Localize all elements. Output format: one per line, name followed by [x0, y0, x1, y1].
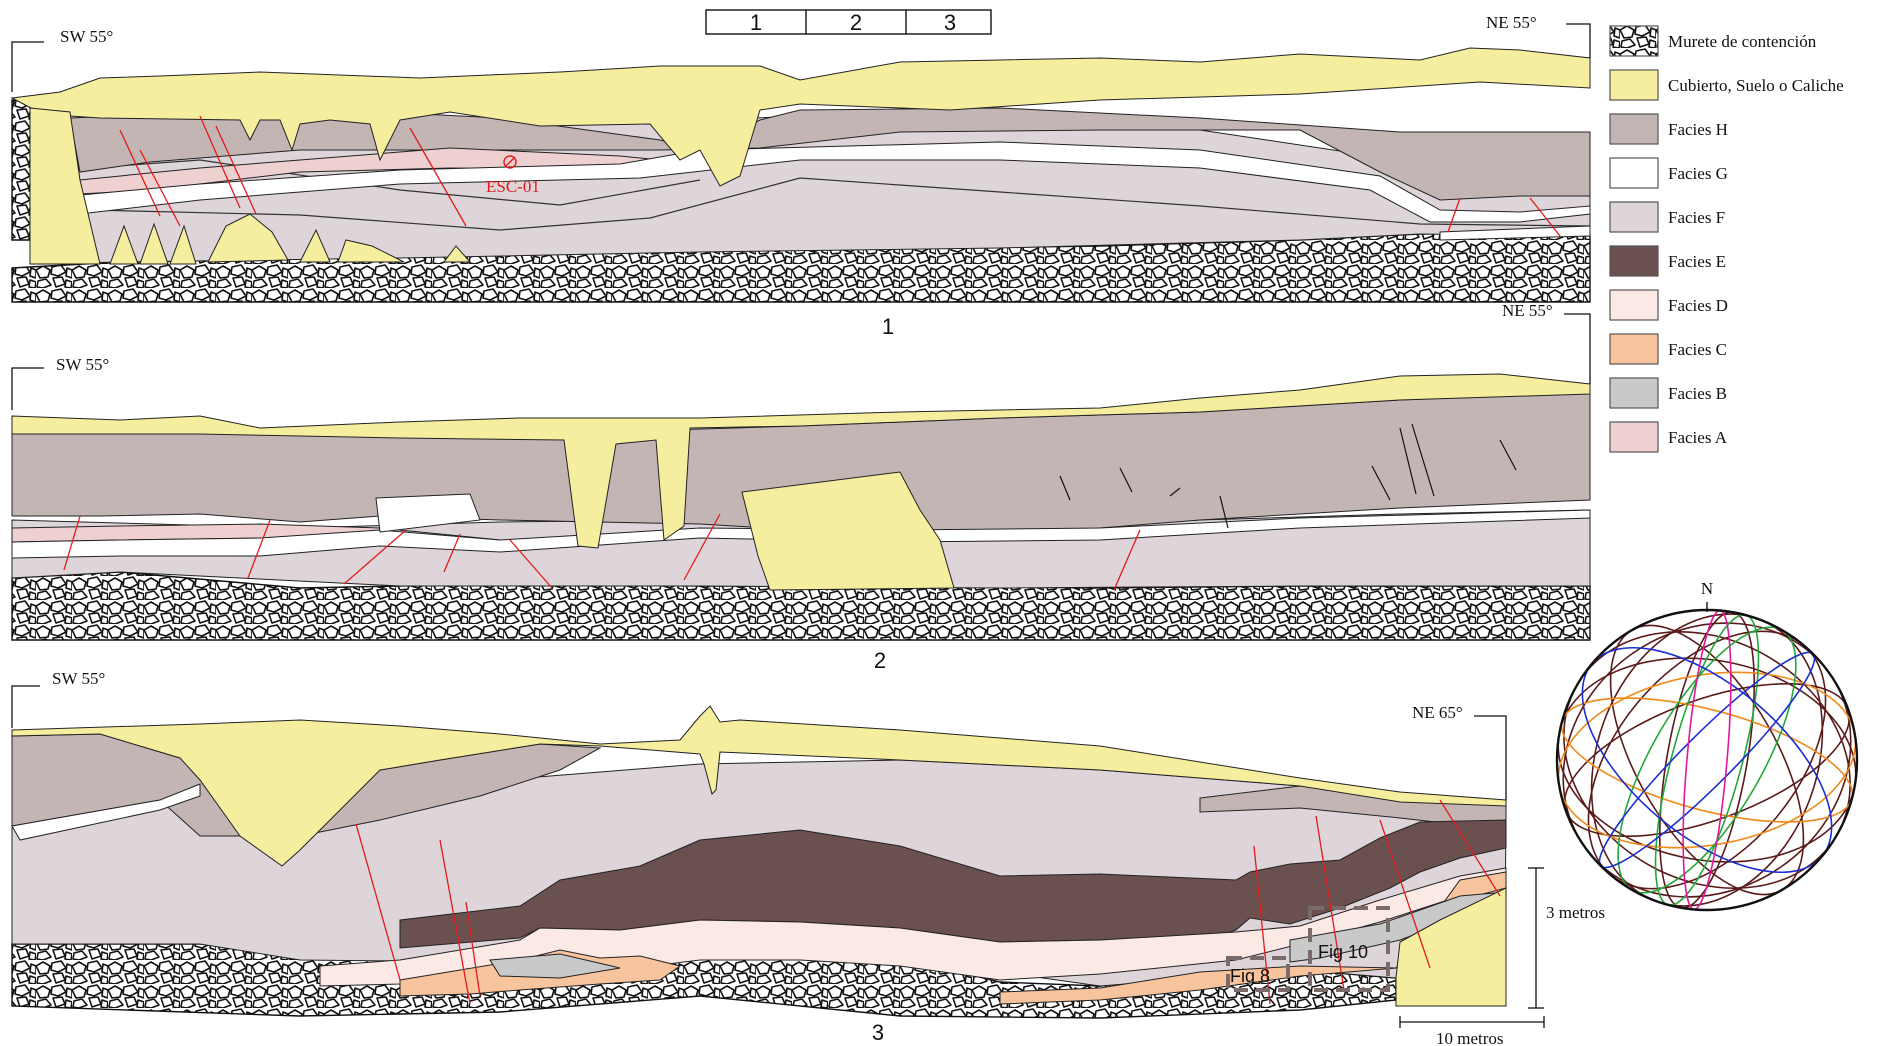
legend-label-2: Facies H [1668, 120, 1728, 139]
panel-1-number: 1 [882, 314, 894, 339]
legend-label-8: Facies B [1668, 384, 1727, 403]
panel-1-left-orientation: SW 55° [60, 27, 113, 46]
vertical-scale-label: 3 metros [1546, 903, 1605, 922]
legend-label-3: Facies G [1668, 164, 1728, 183]
legend-label-0: Murete de contención [1668, 32, 1817, 51]
index-box-strip: 1 2 3 [706, 10, 991, 35]
legend-label-7: Facies C [1668, 340, 1727, 359]
index-box-1[interactable]: 1 [750, 10, 762, 35]
panel-2-number: 2 [874, 648, 886, 673]
index-box-2[interactable]: 2 [850, 10, 862, 35]
legend-swatch-6 [1610, 290, 1658, 320]
section-panel-3: Fig 8 Fig 10 SW 55° NE 65° 3 [12, 669, 1506, 1045]
panel-3-number: 3 [872, 1020, 884, 1045]
stereonet-north-label: N [1701, 579, 1713, 598]
facies-legend: Murete de contenciónCubierto, Suelo o Ca… [1610, 26, 1844, 452]
legend-swatch-2 [1610, 114, 1658, 144]
section-panel-1: ESC-01 SW 55° NE 55° 1 [12, 13, 1590, 339]
section-panel-2: SW 55° NE 55° 2 [12, 301, 1590, 673]
panel-1-right-orientation: NE 55° [1486, 13, 1537, 32]
legend-label-4: Facies F [1668, 208, 1725, 227]
legend-swatch-8 [1610, 378, 1658, 408]
legend-swatch-9 [1610, 422, 1658, 452]
panel-2-right-orientation: NE 55° [1502, 301, 1553, 320]
legend-swatch-3 [1610, 158, 1658, 188]
legend-swatch-1 [1610, 70, 1658, 100]
panel-3-left-orientation: SW 55° [52, 669, 105, 688]
sample-label-esc-01: ESC-01 [486, 177, 540, 196]
legend-swatch-0 [1610, 26, 1658, 56]
panel-2-left-orientation: SW 55° [56, 355, 109, 374]
panel-3-right-orientation: NE 65° [1412, 703, 1463, 722]
fig-10-label[interactable]: Fig 10 [1318, 942, 1368, 962]
index-box-3[interactable]: 3 [944, 10, 956, 35]
horizontal-scale-label: 10 metros [1436, 1029, 1504, 1046]
legend-swatch-5 [1610, 246, 1658, 276]
legend-label-9: Facies A [1668, 428, 1728, 447]
fig-8-label[interactable]: Fig 8 [1230, 966, 1270, 986]
legend-swatch-7 [1610, 334, 1658, 364]
legend-label-5: Facies E [1668, 252, 1726, 271]
legend-label-6: Facies D [1668, 296, 1728, 315]
legend-swatch-4 [1610, 202, 1658, 232]
legend-label-1: Cubierto, Suelo o Caliche [1668, 76, 1844, 95]
